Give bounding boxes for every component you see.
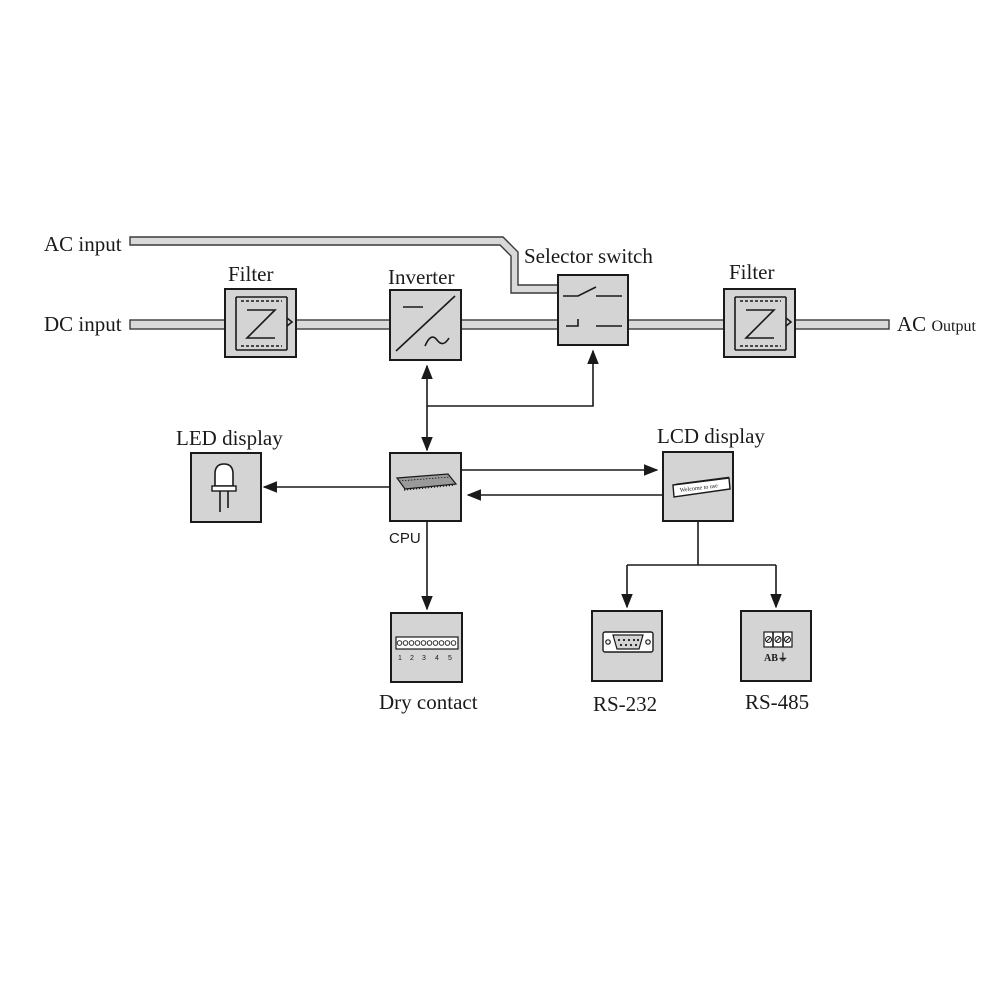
lcd-display-block: Welcome to use [662, 451, 734, 522]
terminal-screw-icon [420, 640, 427, 646]
filter-icon [235, 296, 294, 351]
rs232-label: RS-232 [593, 692, 657, 716]
led-display-label: LED display [176, 426, 283, 450]
rs485-terminal-text: AB⏚ [764, 652, 788, 664]
pin-label: 5 [448, 655, 452, 662]
ac-output-label: AC Output [897, 312, 976, 336]
pin-label: 2 [410, 655, 414, 662]
inverter-label: Inverter [388, 265, 454, 289]
terminal-screw-icon [414, 640, 421, 646]
inverter-block [389, 289, 462, 361]
filter-icon [734, 296, 793, 351]
ac-input-bus [129, 236, 561, 294]
terminal-screw-icon [438, 640, 445, 646]
ac-output-main: AC [897, 312, 931, 336]
filter-right-label: Filter [729, 260, 775, 284]
terminal-screw-icon [402, 640, 409, 646]
rs232-block [591, 610, 663, 682]
ac-output-sub: Output [931, 318, 976, 335]
lcd-screen-icon: Welcome to use [672, 476, 731, 498]
dc-input-label: DC input [44, 312, 122, 336]
ac-input-label: AC input [44, 232, 122, 256]
rs485-block: AB⏚ [740, 610, 812, 682]
terminal-screw-icon [432, 640, 439, 646]
selector-switch-block [557, 274, 629, 346]
rs485-terminal-icon: AB⏚ [763, 631, 793, 664]
led-icon [211, 463, 237, 512]
dry-contact-label: Dry contact [379, 690, 478, 714]
db9-port-icon [602, 631, 654, 653]
pin-label: 3 [422, 655, 426, 662]
lcd-screen-text: Welcome to use [680, 483, 719, 494]
dry-contact-block: 1 2 3 4 5 [390, 612, 463, 683]
switch-icon [563, 286, 622, 327]
inverter-icon [395, 295, 456, 352]
filter-left-block [224, 288, 297, 358]
pin-label: 4 [435, 655, 439, 662]
terminal-screw-icon [444, 640, 451, 646]
selector-switch-label: Selector switch [524, 244, 653, 268]
chip-icon [395, 473, 458, 491]
cpu-label: CPU [389, 530, 421, 547]
cpu-block [389, 452, 462, 522]
terminal-screw-icon [426, 640, 433, 646]
terminal-screw-icon [450, 640, 457, 646]
lcd-display-label: LCD display [657, 424, 765, 448]
filter-right-block [723, 288, 796, 358]
control-wires [262, 349, 782, 611]
filter-left-label: Filter [228, 262, 274, 286]
led-display-block [190, 452, 262, 523]
terminal-screw-icon [396, 640, 403, 646]
terminal-block-icon: 1 2 3 4 5 [395, 636, 459, 662]
pin-label: 1 [398, 655, 402, 662]
terminal-screw-icon [408, 640, 415, 646]
rs485-label: RS-485 [745, 690, 809, 714]
